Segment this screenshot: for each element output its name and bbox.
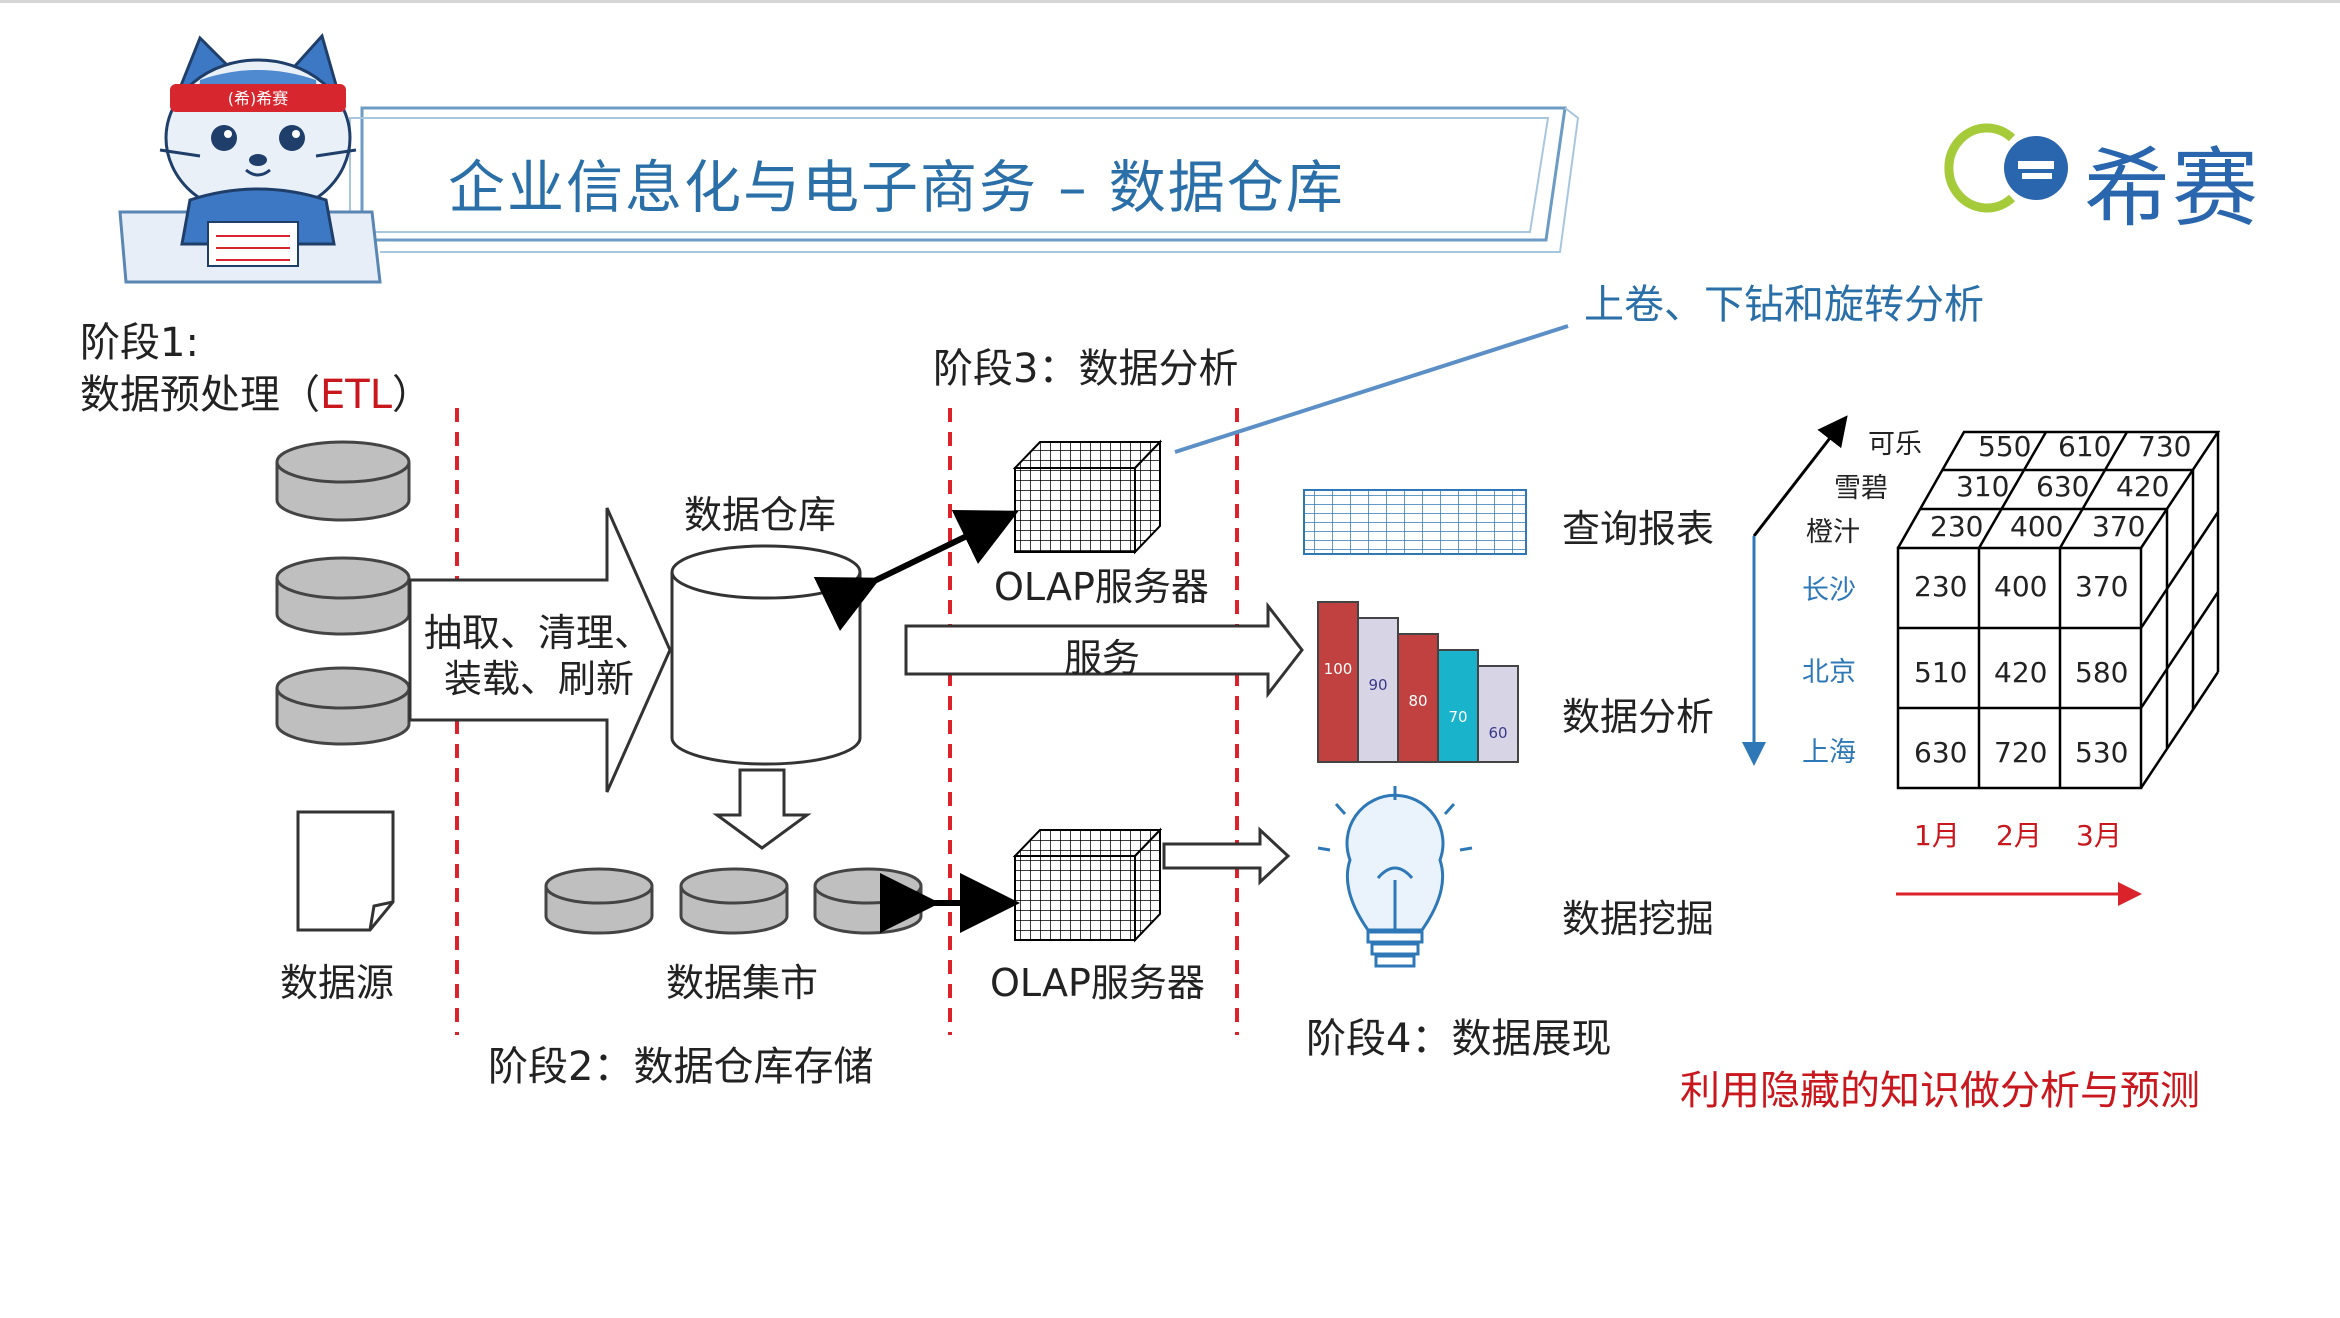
bar-chart-icon: 100 90 80 70 60 — [1317, 601, 1519, 763]
bar-chart-bar — [1477, 665, 1519, 763]
cube-top-cell: 420 — [2116, 470, 2170, 503]
product-label-2: 雪碧 — [1834, 473, 1888, 504]
cube-cell: 630 — [1914, 736, 1968, 769]
query-report-icon — [1303, 489, 1527, 555]
footer-note: 利用隐藏的知识做分析与预测 — [1680, 1068, 2200, 1114]
stage1-sublabel-suffix: ） — [392, 372, 432, 418]
cube-cell: 370 — [2075, 570, 2129, 603]
city-label-3: 上海 — [1802, 737, 1856, 768]
city-label-2: 北京 — [1802, 657, 1856, 688]
data-source-label: 数据源 — [280, 961, 395, 1005]
bar-chart-value: 60 — [1488, 724, 1507, 742]
brand-logo-icon — [1944, 123, 2068, 213]
stage1-sublabel-prefix: 数据预处理（ — [80, 372, 320, 418]
etl-arrow — [408, 507, 672, 793]
mascot-icon: (希)希赛 — [118, 32, 382, 284]
cube-top-cell: 370 — [2092, 510, 2146, 543]
olap-cube-top-icon — [1012, 439, 1163, 555]
data-cube-frame — [1896, 430, 2221, 790]
warehouse-cylinder-icon — [670, 544, 862, 766]
month-label-2: 2月 — [1996, 819, 2042, 852]
stage3-label: 阶段3：数据分析 — [933, 346, 1239, 392]
cube-top-cell: 630 — [2036, 470, 2090, 503]
cube-cell: 230 — [1914, 570, 1968, 603]
olap-server-top-label: OLAP服务器 — [994, 565, 1209, 609]
month-label-3: 3月 — [2076, 819, 2122, 852]
bar-chart-value: 80 — [1408, 692, 1427, 710]
cube-cell: 420 — [1994, 656, 2048, 689]
document-icon — [296, 810, 395, 932]
mining-arrow — [1162, 826, 1291, 886]
service-label: 服务 — [1064, 636, 1141, 680]
cube-cell: 580 — [2075, 656, 2129, 689]
bar-chart-value: 70 — [1448, 708, 1467, 726]
brand-name: 希赛 — [2084, 139, 2260, 239]
warehouse-olap-link — [813, 509, 1019, 631]
cube-cell: 510 — [1914, 656, 1968, 689]
data-analysis-label: 数据分析 — [1562, 695, 1715, 739]
cube-cell: 720 — [1994, 736, 2048, 769]
header-graphics: (希)希赛 — [118, 32, 2068, 284]
cube-top-cell: 400 — [2010, 510, 2064, 543]
cube-top-cell: 730 — [2138, 430, 2192, 463]
cube-cell: 400 — [1994, 570, 2048, 603]
city-label-1: 长沙 — [1802, 575, 1856, 606]
etl-highlight: ETL — [320, 372, 392, 418]
page-title: 企业信息化与电子商务 – 数据仓库 — [448, 155, 1345, 221]
month-label-1: 1月 — [1914, 819, 1960, 852]
cube-top-cell: 610 — [2058, 430, 2112, 463]
stage1-label: 阶段1: — [80, 320, 199, 366]
olap-cube-bottom-icon — [1012, 827, 1163, 943]
stage4-label: 阶段4：数据展现 — [1306, 1016, 1612, 1062]
data-warehouse-label: 数据仓库 — [684, 493, 837, 537]
service-arrow — [904, 601, 1304, 699]
bar-chart-bar — [1357, 617, 1399, 763]
bar-chart-bar — [1437, 649, 1479, 763]
query-report-label: 查询报表 — [1562, 507, 1715, 551]
data-mart-label: 数据集市 — [666, 961, 819, 1005]
olap-ops-note: 上卷、下钻和旋转分析 — [1584, 282, 1984, 328]
cube-top-cell: 550 — [1978, 430, 2032, 463]
source-database-icons — [275, 440, 411, 746]
product-axis-arrow — [1752, 415, 1848, 537]
diagram-graphics: 100 90 80 70 60 — [275, 324, 2221, 1035]
olap-server-bottom-label: OLAP服务器 — [990, 961, 1205, 1005]
product-label-3: 橙汁 — [1806, 517, 1860, 548]
mascot-headband-text: (希)希赛 — [228, 89, 289, 108]
cube-top-cell: 310 — [1956, 470, 2010, 503]
callout-line — [1174, 324, 1569, 454]
data-mining-label: 数据挖掘 — [1562, 897, 1715, 941]
etl-text-line1: 抽取、清理、 — [424, 611, 653, 655]
lightbulb-icon — [1317, 786, 1473, 968]
etl-text-line2: 装载、刷新 — [444, 657, 635, 701]
warehouse-to-mart-arrow — [712, 768, 812, 850]
bar-chart-bar — [1317, 601, 1359, 763]
bar-chart-value: 90 — [1368, 676, 1387, 694]
cube-cell: 530 — [2075, 736, 2129, 769]
bar-chart-value: 100 — [1324, 660, 1353, 678]
data-mart-icons — [544, 867, 923, 935]
bar-chart-bar — [1397, 633, 1439, 763]
cube-top-cell: 230 — [1930, 510, 1984, 543]
top-border — [0, 0, 2340, 3]
stage1-sublabel: 数据预处理（ETL） — [80, 362, 432, 420]
product-label-1: 可乐 — [1868, 429, 1922, 460]
stage2-label: 阶段2：数据仓库存储 — [488, 1044, 874, 1090]
